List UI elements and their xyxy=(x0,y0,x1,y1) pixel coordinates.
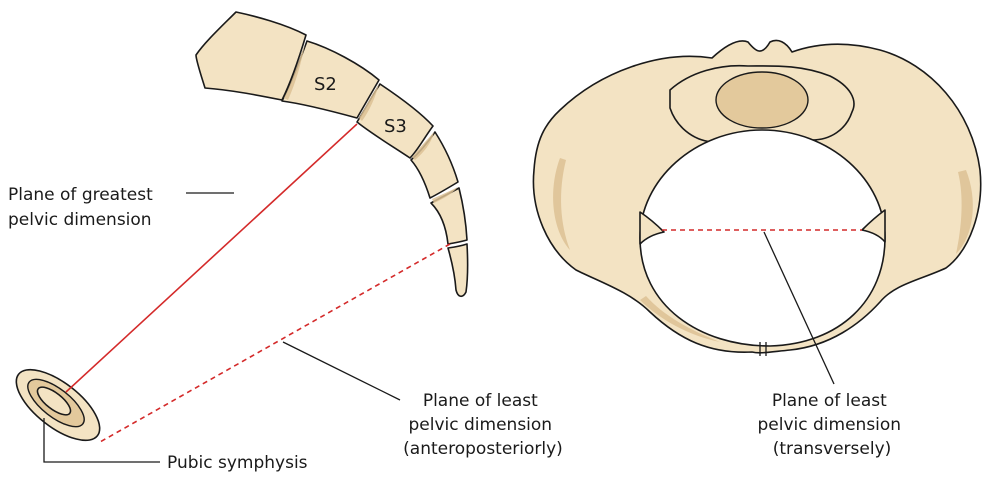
least-plane-ap-label: Plane of least pelvic dimension (anterop… xyxy=(403,391,563,459)
plane-greatest-line xyxy=(66,124,357,392)
greatest-plane-label: Plane of greatest pelvic dimension xyxy=(8,185,158,230)
sacral-promontory xyxy=(716,72,808,128)
coccyx xyxy=(448,244,468,296)
least-ap-leader xyxy=(283,342,400,400)
least-plane-transverse-label: Plane of least pelvic dimension (transve… xyxy=(758,391,907,459)
sacrum-lateral-view: S2 S3 xyxy=(196,12,468,296)
pelvic-inlet xyxy=(640,130,885,346)
pubic-symphysis-shape xyxy=(5,357,111,453)
sacral-segment-s5 xyxy=(431,188,467,244)
sacral-segment-s2-label: S2 xyxy=(314,74,337,95)
sacral-segment-s3-label: S3 xyxy=(384,116,407,137)
pelvis-front-view xyxy=(533,40,980,356)
pubic-symphysis-label: Pubic symphysis xyxy=(167,453,308,473)
plane-least-ap-line xyxy=(100,244,450,442)
